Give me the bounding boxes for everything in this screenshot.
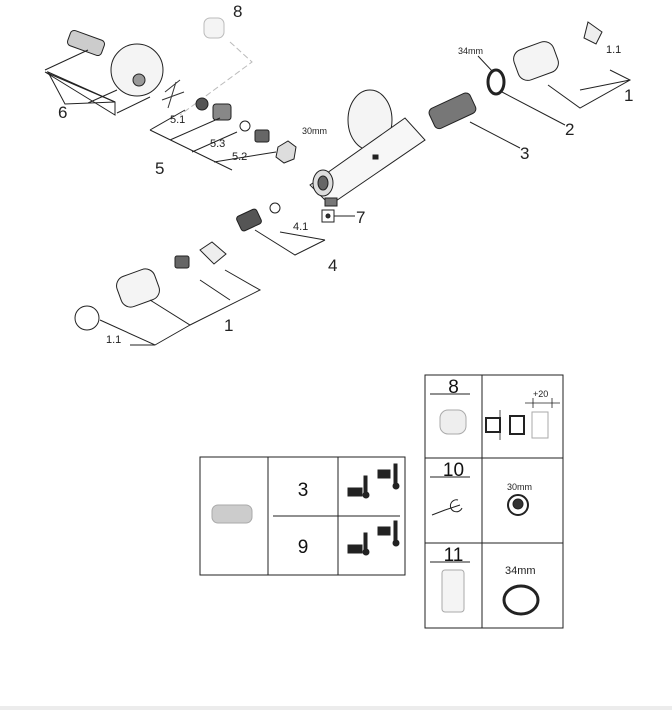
mixer-body <box>309 89 426 207</box>
callout-part-6: 6 <box>58 103 68 122</box>
part-4-diverter <box>236 202 326 256</box>
callout-nut-size: 30mm <box>302 126 328 136</box>
part-8-extension <box>179 17 253 116</box>
callout-part-7: 7 <box>356 208 366 227</box>
nut-size-label: 30mm <box>507 482 533 492</box>
page-bottom-edge <box>0 706 672 710</box>
part-2-ring <box>477 55 566 126</box>
accessory-number-10: 10 <box>442 460 465 481</box>
accessory-table-frame <box>424 374 564 629</box>
callout-part-3: 3 <box>520 144 530 163</box>
part-6-eccentric <box>44 29 185 116</box>
callout-part-2: 2 <box>565 120 575 139</box>
callout-part-5-2: 5.2 <box>232 151 248 163</box>
callout-part-5-3: 5.3 <box>210 138 226 150</box>
part-7-nut <box>321 209 355 223</box>
callout-part-5-1: 5.1 <box>170 114 186 126</box>
callout-part-1-bottom: 1 <box>224 316 234 335</box>
accessory-number-11: 11 <box>443 545 464 566</box>
accessory-number-8: 8 <box>448 377 459 398</box>
callout-part-1-1-bottom: 1.1 <box>106 334 122 346</box>
part-3-cartridge <box>428 92 521 149</box>
callout-part-4-1: 4.1 <box>293 221 309 233</box>
callout-part-1-1-top: 1.1 <box>606 44 622 56</box>
cartridge-number-3: 3 <box>297 480 309 501</box>
ring-size-label: 34mm <box>505 565 536 577</box>
part-1-handle-top <box>513 21 632 109</box>
cartridge-number-9: 9 <box>297 537 309 558</box>
part-5-connector <box>149 97 297 171</box>
extension-dimension: +20 <box>533 389 549 399</box>
callout-ring-size: 34mm <box>458 46 484 56</box>
callout-part-4: 4 <box>328 256 338 275</box>
part-1-handle-bottom <box>74 241 262 346</box>
callout-part-5: 5 <box>155 159 165 178</box>
cartridge-table-frame <box>199 456 406 576</box>
callout-part-1-top: 1 <box>624 86 634 105</box>
callout-part-8: 8 <box>233 2 243 21</box>
